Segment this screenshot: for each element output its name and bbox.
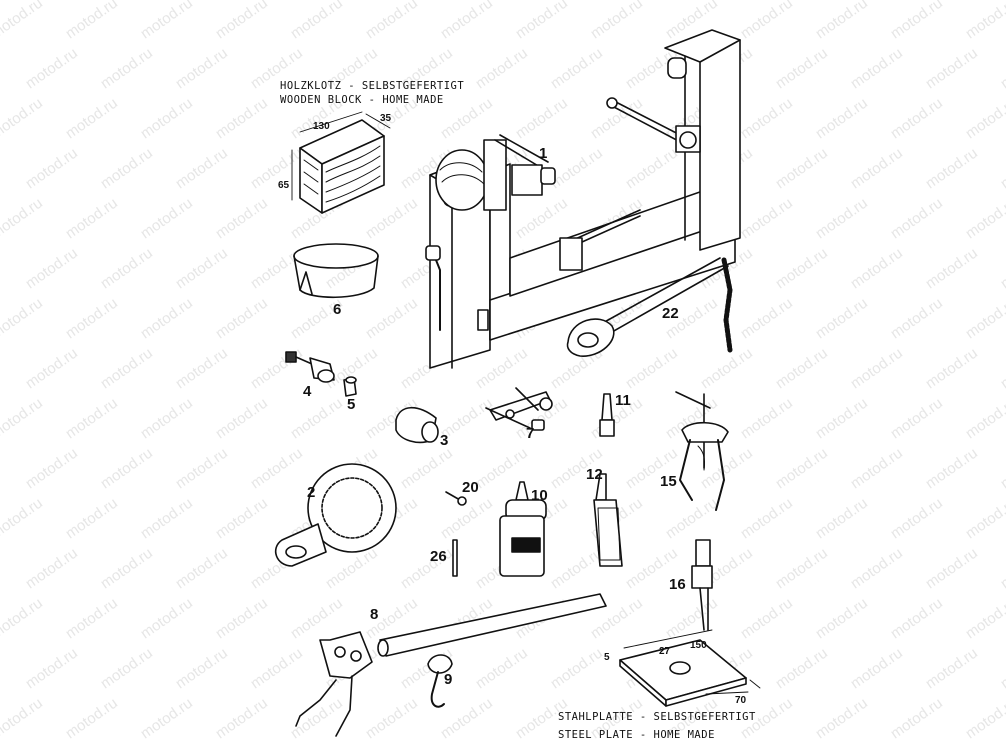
part-label-8: 8 [370,606,379,623]
part-3-drawing [395,406,439,444]
wood-block-caption-en: WOODEN BLOCK - HOME MADE [280,94,444,106]
steel-plate-caption-en: STEEL PLATE - HOME MADE [558,729,715,741]
plate-width-dimension: 70 [735,695,747,706]
part-10-bottle-drawing [499,481,547,577]
part-label-16: 16 [669,576,686,593]
part-26-pin-drawing [452,539,458,577]
part-22-chain-wrench-drawing [566,257,733,357]
steel-plate-drawing [619,629,761,707]
part-label-10: 10 [531,487,548,504]
part-label-4: 4 [303,383,312,400]
part-16-drawing [691,539,713,631]
part-4-5-drawing [285,351,357,397]
part-11-drawing [599,393,615,437]
wood-depth-dimension: 35 [380,113,392,124]
wood-length-dimension: 130 [313,121,330,132]
part-2-holding-tool-drawing [274,463,397,567]
plate-thickness-dimension: 5 [604,652,610,663]
plate-length-dimension: 150 [690,640,707,651]
plate-hole-dimension: 27 [659,646,671,657]
part-15-puller-drawing [675,391,729,511]
part-9-drawing [427,654,453,708]
part-label-6: 6 [333,301,342,318]
part-6-ring-drawing [293,243,379,299]
part-12-tube-drawing [593,473,623,567]
wooden-block-drawing [291,111,391,214]
part-8-bar-drawing [295,593,607,737]
part-label-22: 22 [662,305,679,322]
part-label-2: 2 [307,484,316,501]
wood-block-caption-de: HOLZKLOTZ - SELBSTGEFERTIGT [280,80,465,92]
part-1-frame-drawing [425,29,741,369]
part-label-3: 3 [440,432,449,449]
part-label-20: 20 [462,479,479,496]
part-label-15: 15 [660,473,677,490]
part-label-7: 7 [526,425,535,442]
part-label-9: 9 [444,671,453,688]
part-20-screw-drawing [445,491,467,506]
part-label-12: 12 [586,466,603,483]
part-label-26: 26 [430,548,447,565]
wood-height-dimension: 65 [278,180,290,191]
part-7-drawing [485,387,553,431]
part-label-1: 1 [539,145,548,162]
part-label-5: 5 [347,396,356,413]
part-label-11: 11 [615,392,631,409]
steel-plate-caption-de: STAHLPLATTE - SELBSTGEFERTIGT [558,711,756,723]
